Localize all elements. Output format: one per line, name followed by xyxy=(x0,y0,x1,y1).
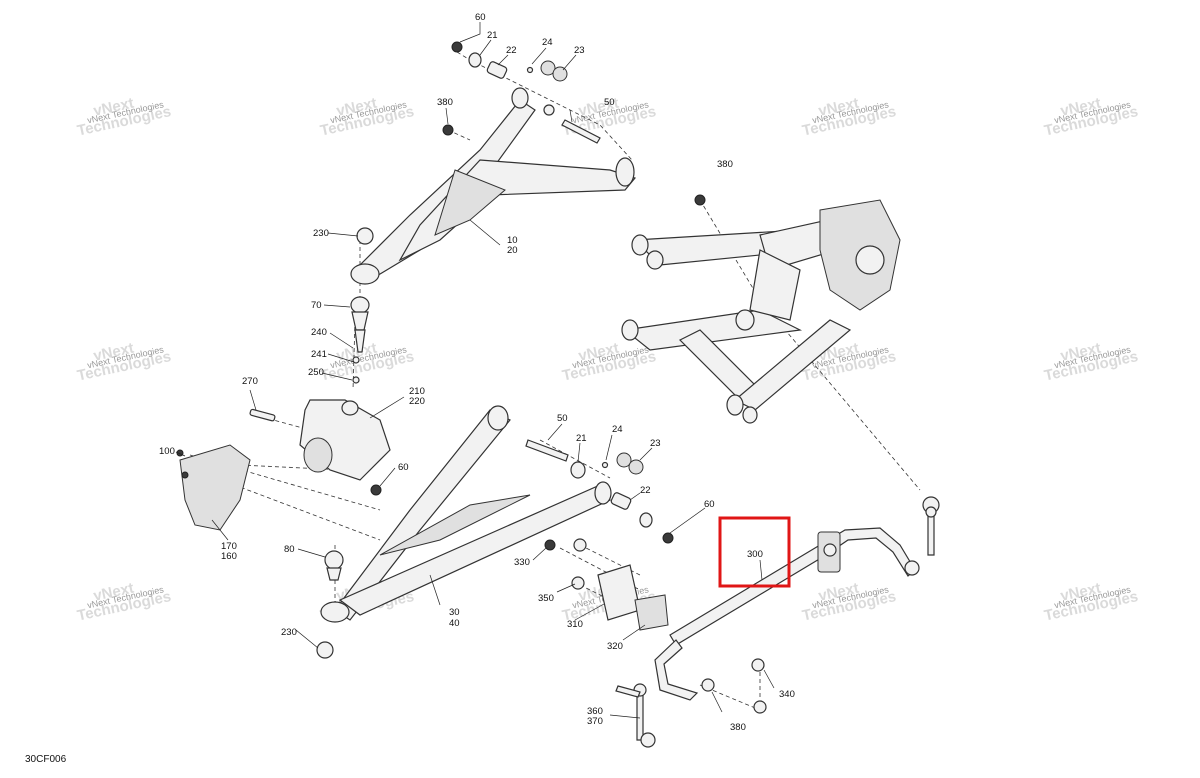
callout-380: 380 xyxy=(437,97,453,108)
link-rod xyxy=(615,683,656,748)
callout-230: 230 xyxy=(281,627,297,638)
knuckle-assembly xyxy=(249,227,391,496)
watermark: vNext Technologies vNext Technologies xyxy=(1043,95,1140,140)
watermark: vNext Technologies vNext Technologies xyxy=(319,95,416,140)
callout-220: 220 xyxy=(409,396,425,407)
lower-a-arm xyxy=(316,405,612,659)
callout-80: 80 xyxy=(284,544,295,555)
sway-bar-mount xyxy=(544,538,767,714)
callout-50: 50 xyxy=(604,97,615,108)
shield-plate xyxy=(176,444,251,531)
callout-100: 100 xyxy=(159,446,175,457)
callout-70: 70 xyxy=(311,300,322,311)
callout-170: 170 xyxy=(221,541,237,552)
callout-250: 250 xyxy=(308,367,324,378)
callout-241: 241 xyxy=(311,349,327,360)
callout-360: 360 xyxy=(587,706,603,717)
callout-310: 310 xyxy=(567,619,583,630)
callout-22: 22 xyxy=(506,45,517,56)
callout-380: 380 xyxy=(717,159,733,170)
callout-24: 24 xyxy=(612,424,623,435)
sway-bar xyxy=(654,496,940,701)
upper-arm-hardware xyxy=(442,41,601,144)
watermark: vNext Technologies vNext Technologies xyxy=(801,95,898,140)
callout-340: 340 xyxy=(779,689,795,700)
callout-24: 24 xyxy=(542,37,553,48)
callout-240: 240 xyxy=(311,327,327,338)
callout-370: 370 xyxy=(587,716,603,727)
lower-arm-hardware xyxy=(525,439,674,544)
callout-300: 300 xyxy=(747,549,763,560)
callout-350: 350 xyxy=(538,593,554,604)
callout-330: 330 xyxy=(514,557,530,568)
callout-320: 320 xyxy=(607,641,623,652)
callout-380: 380 xyxy=(730,722,746,733)
callout-21: 21 xyxy=(487,30,498,41)
callout-23: 23 xyxy=(650,438,661,449)
callout-60: 60 xyxy=(475,12,486,23)
callout-270: 270 xyxy=(242,376,258,387)
watermark: vNext Technologies vNext Technologies xyxy=(319,340,416,385)
callout-50: 50 xyxy=(557,413,568,424)
watermark: vNext Technologies vNext Technologies xyxy=(1043,580,1140,625)
watermark: vNext Technologies vNext Technologies xyxy=(76,95,173,140)
highlight-box xyxy=(718,516,791,588)
callout-230: 230 xyxy=(313,228,329,239)
leader-lines xyxy=(175,22,775,719)
callout-160: 160 xyxy=(221,551,237,562)
callout-10: 10 xyxy=(507,235,518,246)
upper-a-arm xyxy=(350,87,637,285)
watermark: vNext Technologies vNext Technologies xyxy=(76,340,173,385)
subframe xyxy=(621,194,901,424)
callout-60: 60 xyxy=(704,499,715,510)
callout-20: 20 xyxy=(507,245,518,256)
callout-22: 22 xyxy=(640,485,651,496)
watermark: vNext Technologies vNext Technologies xyxy=(76,580,173,625)
callout-60: 60 xyxy=(398,462,409,473)
callout-23: 23 xyxy=(574,45,585,56)
watermark: vNext Technologies vNext Technologies xyxy=(561,95,658,140)
callout-210: 210 xyxy=(409,386,425,397)
watermark: vNext Technologies vNext Technologies xyxy=(801,580,898,625)
callout-21: 21 xyxy=(576,433,587,444)
callout-40: 40 xyxy=(449,618,460,629)
watermark: vNext Technologies vNext Technologies xyxy=(1043,340,1140,385)
callout-labels: 60 21 22 24 23 380 50 380 230 10 20 70 2… xyxy=(159,12,795,733)
callout-30: 30 xyxy=(449,607,460,618)
diagram-code: 30CF006 xyxy=(25,754,67,765)
